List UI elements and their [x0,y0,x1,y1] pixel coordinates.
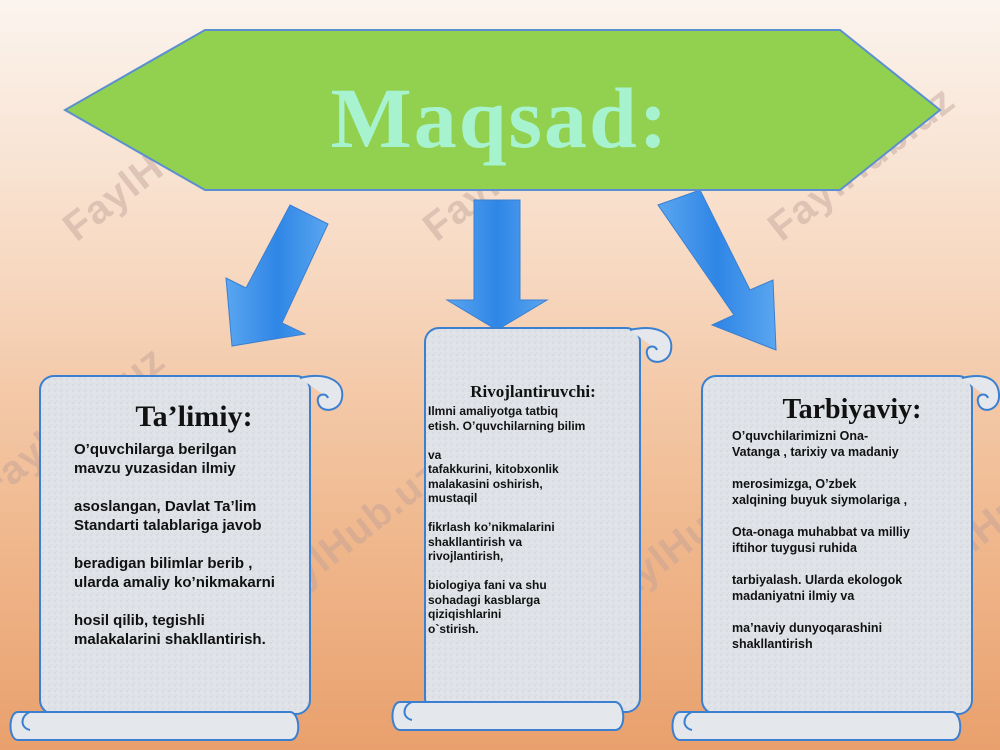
scroll-talimiy [9,375,344,741]
scroll-tarbiyaviy-content: Tarbiyaviy: O’quvchilarimizni Ona- Vatan… [732,394,972,652]
scroll-heading: Tarbiyaviy: [782,394,922,425]
scroll-tarbiyaviy [671,375,1000,741]
scroll-body: O’quvchilarimizni Ona- Vatanga , tarixiy… [732,429,910,651]
scroll-heading: Ta’limiy: [135,400,253,433]
scroll-rivojlantiruvchi [391,327,673,731]
arrow-left [225,204,329,347]
arrow-center [445,199,549,331]
scroll-heading: Rivojlantiruvchi: [470,382,596,401]
scroll-talimiy-content: Ta’limiy: O’quvchilarga berilgan mavzu y… [74,400,314,649]
page-title: Maqsad: [330,70,670,166]
title-banner [62,29,942,191]
arrow-right [657,189,777,351]
scroll-rivojlantiruvchi-content: Rivojlantiruvchi: Ilmni amaliyotga tatbi… [428,382,638,636]
scroll-body: O’quvchilarga berilgan mavzu yuzasidan i… [74,441,275,648]
scroll-body: Ilmni amaliyotga tatbiq etish. O’quvchil… [428,404,586,636]
